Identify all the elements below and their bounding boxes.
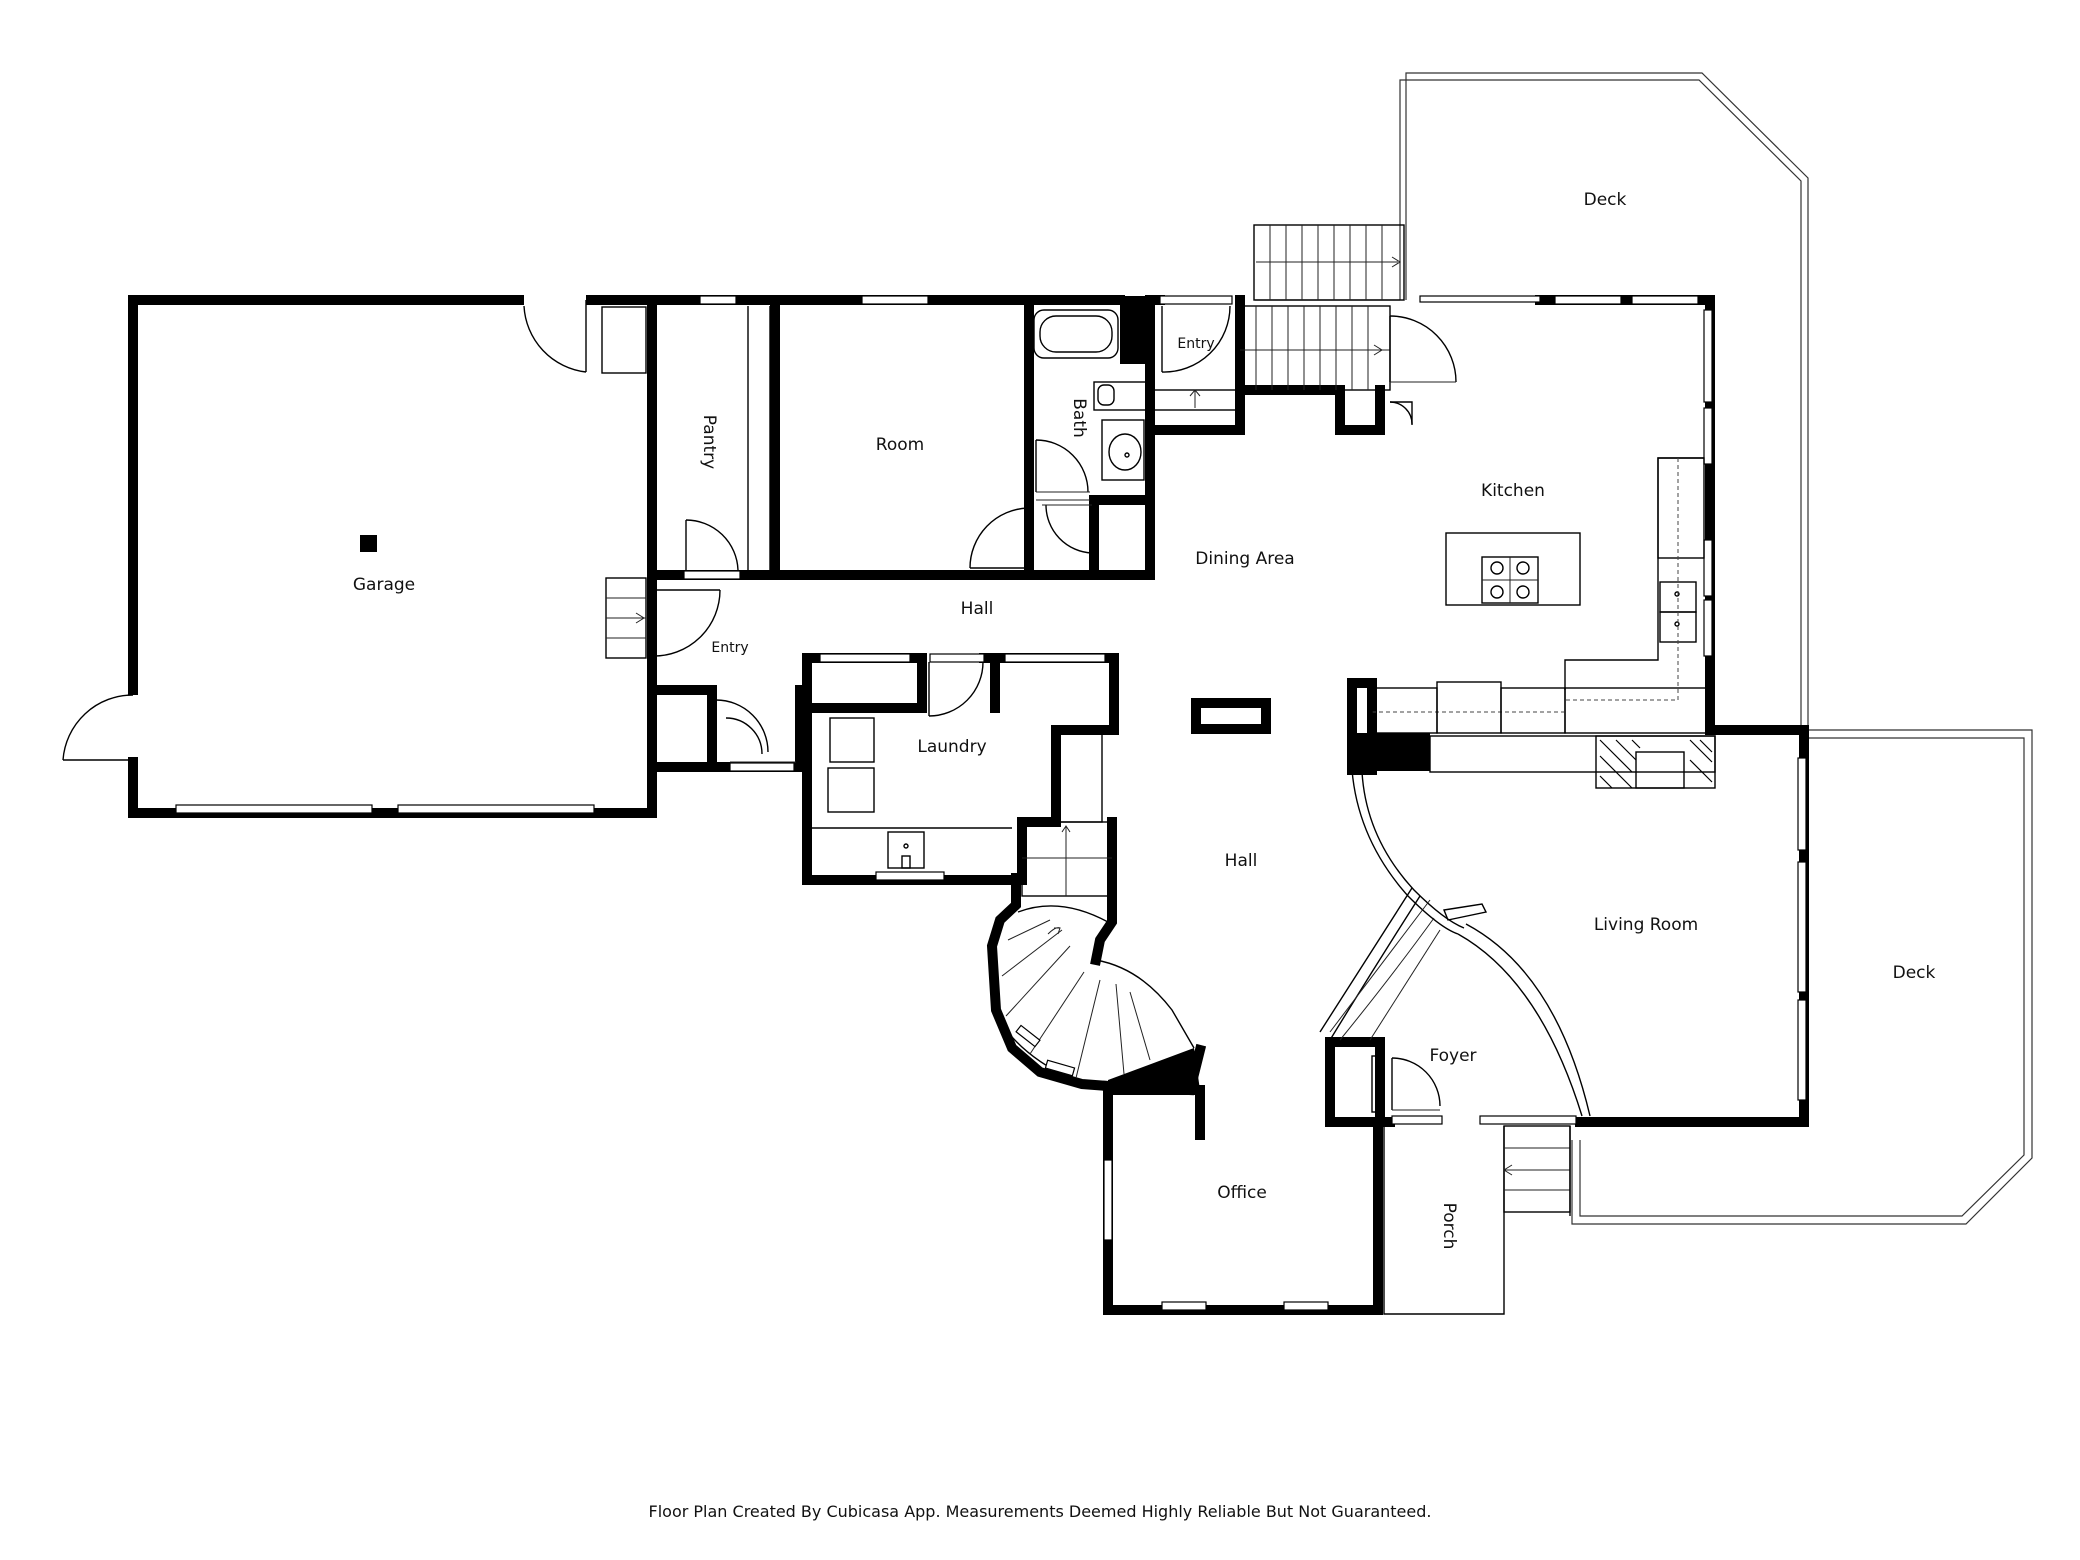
label-foyer: Foyer — [1429, 1046, 1476, 1066]
pantry-shelves — [685, 306, 771, 571]
label-laundry: Laundry — [917, 737, 986, 757]
label-hall-top: Hall — [961, 599, 994, 619]
label-living-room: Living Room — [1594, 915, 1698, 935]
entry-top-details — [1153, 305, 1457, 425]
garage-walls — [62, 295, 657, 818]
top-windows — [683, 295, 1807, 1311]
deck-right-outline — [1571, 729, 2033, 1225]
label-garage: Garage — [353, 575, 415, 595]
label-pantry: Pantry — [699, 415, 719, 469]
deck-stairs — [1253, 224, 1405, 301]
curved-railings — [1319, 769, 1591, 1117]
laundry-fixtures — [812, 661, 1103, 869]
spiral-stairs — [986, 817, 1207, 1096]
fireplace-block — [1347, 733, 1430, 771]
label-dining-area: Dining Area — [1195, 549, 1294, 569]
bath-fixtures — [1033, 309, 1147, 554]
label-entry-top: Entry — [1177, 336, 1214, 352]
foyer-door — [1371, 1055, 1441, 1113]
label-hall-center: Hall — [1225, 851, 1258, 871]
label-office: Office — [1217, 1183, 1267, 1203]
chimney-block — [1120, 296, 1150, 364]
entry-left-door — [651, 589, 721, 657]
kitchen-fixtures — [1371, 457, 1711, 734]
label-deck-right: Deck — [1893, 963, 1936, 983]
garage-steps — [605, 577, 647, 659]
label-bath: Bath — [1069, 398, 1089, 438]
porch — [1383, 1125, 1571, 1315]
main-walls — [647, 295, 1809, 1315]
label-entry-left: Entry — [711, 640, 748, 656]
room-door — [969, 507, 1029, 570]
label-room: Room — [876, 435, 924, 455]
entry-closet-door — [715, 699, 796, 772]
hall-partition — [1191, 698, 1271, 734]
label-deck-top: Deck — [1584, 190, 1627, 210]
living-fireplace — [1429, 735, 1716, 789]
label-porch: Porch — [1439, 1203, 1459, 1250]
footer-disclaimer: Floor Plan Created By Cubicasa App. Meas… — [648, 1502, 1432, 1521]
label-kitchen: Kitchen — [1481, 481, 1545, 501]
